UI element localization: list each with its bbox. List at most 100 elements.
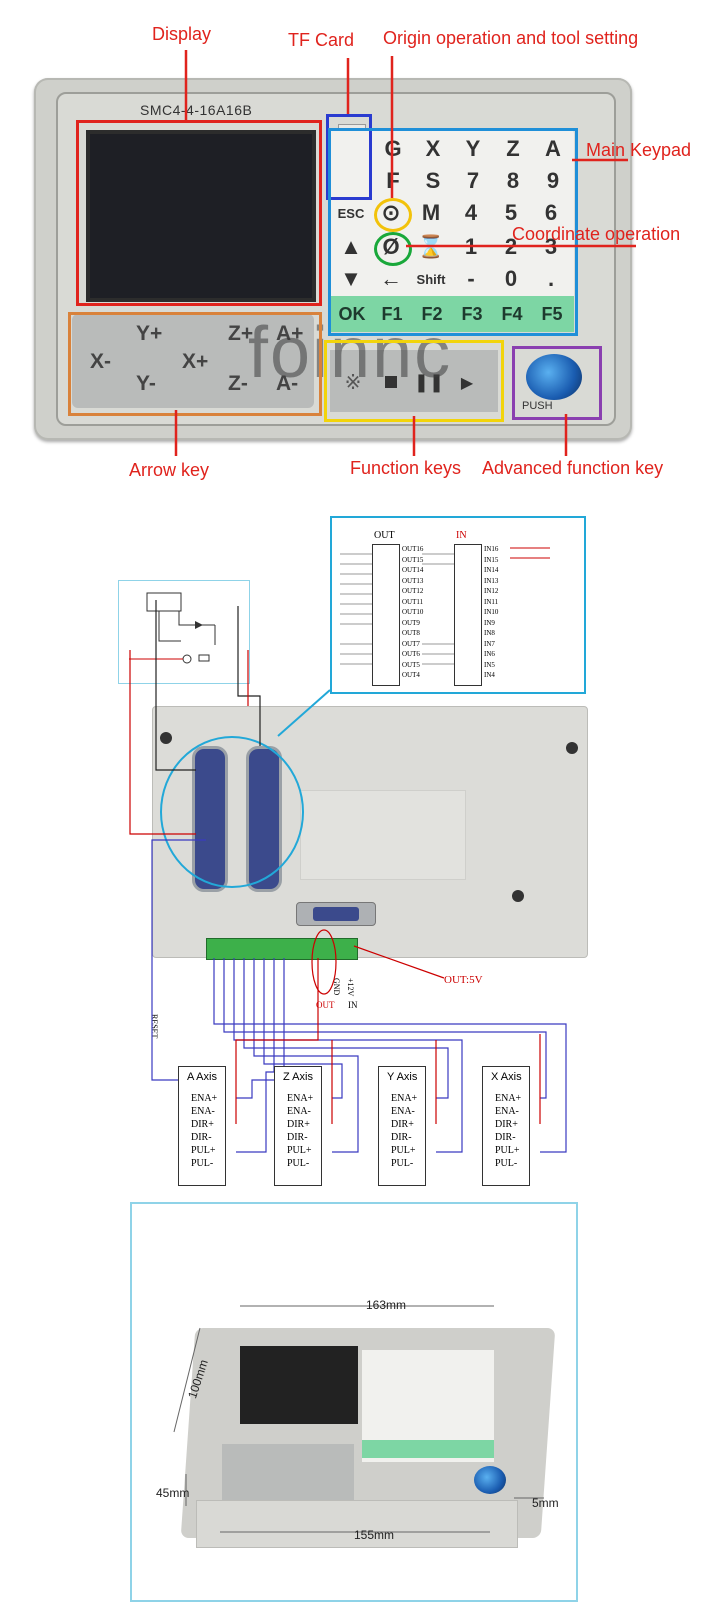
axis-title: A Axis: [187, 1071, 217, 1083]
axis-signal: DIR+: [287, 1119, 310, 1130]
axis-signal: PUL+: [495, 1145, 520, 1156]
callout-tf-card: TF Card: [288, 30, 355, 50]
pin-label: OUT15: [402, 555, 424, 564]
fkey-f4[interactable]: F4: [501, 303, 523, 324]
axis-signal: PUL-: [287, 1158, 310, 1169]
keypad-key[interactable]: -: [467, 266, 475, 291]
callout-display: Display: [152, 24, 212, 44]
pin-grid-lines: [340, 547, 550, 665]
axis-title: Z Axis: [283, 1071, 313, 1083]
axis-signal: DIR-: [287, 1132, 308, 1143]
pin-label: IN11: [484, 597, 499, 606]
serial-port[interactable]: [296, 902, 376, 926]
fkey-f1[interactable]: F1: [381, 303, 403, 324]
keypad-key[interactable]: 9: [546, 168, 560, 193]
fkey-f2[interactable]: F2: [421, 303, 443, 324]
pin-label: IN14: [484, 566, 499, 574]
keypad-key[interactable]: .: [547, 266, 555, 291]
dim-margin: 5mm: [532, 1496, 559, 1510]
lcd-screen: [86, 130, 316, 302]
settings-key-icon[interactable]: ※: [344, 370, 362, 394]
keypad-key[interactable]: Shift: [416, 271, 446, 287]
keypad-key[interactable]: X: [425, 136, 441, 161]
callout-function-keys: Function keys: [350, 458, 462, 478]
pin-label: OUT16: [402, 545, 424, 553]
keypad-key[interactable]: M: [421, 200, 441, 225]
axis-signal: DIR+: [391, 1119, 414, 1130]
key-a-minus[interactable]: A-: [276, 372, 299, 395]
controller-photo-arrows: [222, 1444, 354, 1500]
out5v-label: OUT:5V: [444, 974, 483, 986]
callout-origin: Origin operation and tool setting: [383, 28, 639, 48]
axis-signal: PUL+: [287, 1145, 312, 1156]
axis-signal: PUL-: [495, 1158, 518, 1169]
axis-signal: DIR+: [495, 1119, 518, 1130]
fkey-f5[interactable]: F5: [541, 303, 563, 324]
pin-label: OUT14: [402, 566, 424, 574]
keypad-key[interactable]: 4: [464, 200, 478, 225]
key-a-plus[interactable]: A+: [276, 322, 304, 345]
keypad-key[interactable]: Y: [465, 136, 481, 161]
keypad-key[interactable]: 0: [504, 266, 518, 291]
fkey-ok[interactable]: OK: [338, 303, 366, 324]
pin-label: OUT11: [402, 597, 424, 606]
controller-photo-fkeys: [362, 1440, 494, 1458]
controller-photo-screen: [240, 1346, 358, 1424]
front-panel-section: Display TF Card Origin operation and too…: [0, 0, 719, 490]
axis-signal: PUL-: [391, 1158, 414, 1169]
mount-hole-br: [512, 890, 524, 902]
in-header: IN: [456, 530, 467, 541]
keypad-key[interactable]: ▼: [340, 266, 362, 291]
controller-photo-base: [196, 1500, 518, 1548]
arrow-keypad: [72, 314, 314, 408]
bottom-function-keys: [330, 350, 498, 412]
pin-label: IN13: [484, 576, 499, 585]
keypad-key[interactable]: ESC: [337, 205, 365, 221]
axis-signal: ENA-: [495, 1106, 519, 1117]
pause-key-icon[interactable]: ❚❚: [413, 371, 445, 393]
keypad-key[interactable]: S: [425, 168, 441, 193]
keypad-key[interactable]: Z: [506, 136, 520, 161]
keypad-key[interactable]: 5: [504, 200, 518, 225]
key-x-plus[interactable]: X+: [182, 350, 209, 373]
wiring-lines: [129, 600, 567, 1153]
pin-label: OUT7: [402, 639, 420, 648]
pin-label: IN8: [484, 629, 495, 637]
keypad-key[interactable]: A: [545, 136, 561, 161]
pin-label: IN6: [484, 650, 495, 658]
mount-hole-tl: [160, 732, 172, 744]
keypad-key[interactable]: ←: [380, 266, 402, 291]
push-knob[interactable]: [526, 354, 582, 400]
keypad-key[interactable]: ▲: [340, 234, 362, 259]
callout-arrow-key: Arrow key: [129, 460, 210, 480]
axis-signal: DIR-: [391, 1132, 412, 1143]
key-z-minus[interactable]: Z-: [228, 372, 248, 395]
play-key-icon[interactable]: ▶: [460, 372, 474, 392]
pin-label: IN15: [484, 555, 499, 564]
key-y-minus[interactable]: Y-: [136, 372, 156, 395]
callout-main-keypad: Main Keypad: [586, 140, 692, 160]
key-x-minus[interactable]: X-: [90, 350, 111, 373]
keypad-key[interactable]: 6: [544, 200, 558, 225]
terminal-block: [206, 938, 358, 960]
keypad-key[interactable]: 7: [466, 168, 480, 193]
advanced-key-outline: [512, 346, 602, 420]
out-tag: OUT: [316, 1000, 335, 1010]
stop-key-icon[interactable]: [376, 364, 406, 400]
key-z-plus[interactable]: Z+: [228, 322, 254, 345]
label-recess: [300, 790, 466, 880]
axis-signal: ENA-: [391, 1106, 415, 1117]
axis-signal: PUL-: [191, 1158, 214, 1169]
arrow-key-outline: [68, 312, 322, 416]
origin-circle: [374, 198, 412, 232]
pin-label: IN7: [484, 639, 495, 648]
pin-label: OUT6: [402, 650, 420, 658]
key-y-plus[interactable]: Y+: [136, 322, 163, 345]
v12-label: +12V: [346, 978, 355, 997]
keypad-key[interactable]: 8: [506, 168, 520, 193]
mount-hole-tr: [566, 742, 578, 754]
fkey-f3[interactable]: F3: [461, 303, 483, 324]
